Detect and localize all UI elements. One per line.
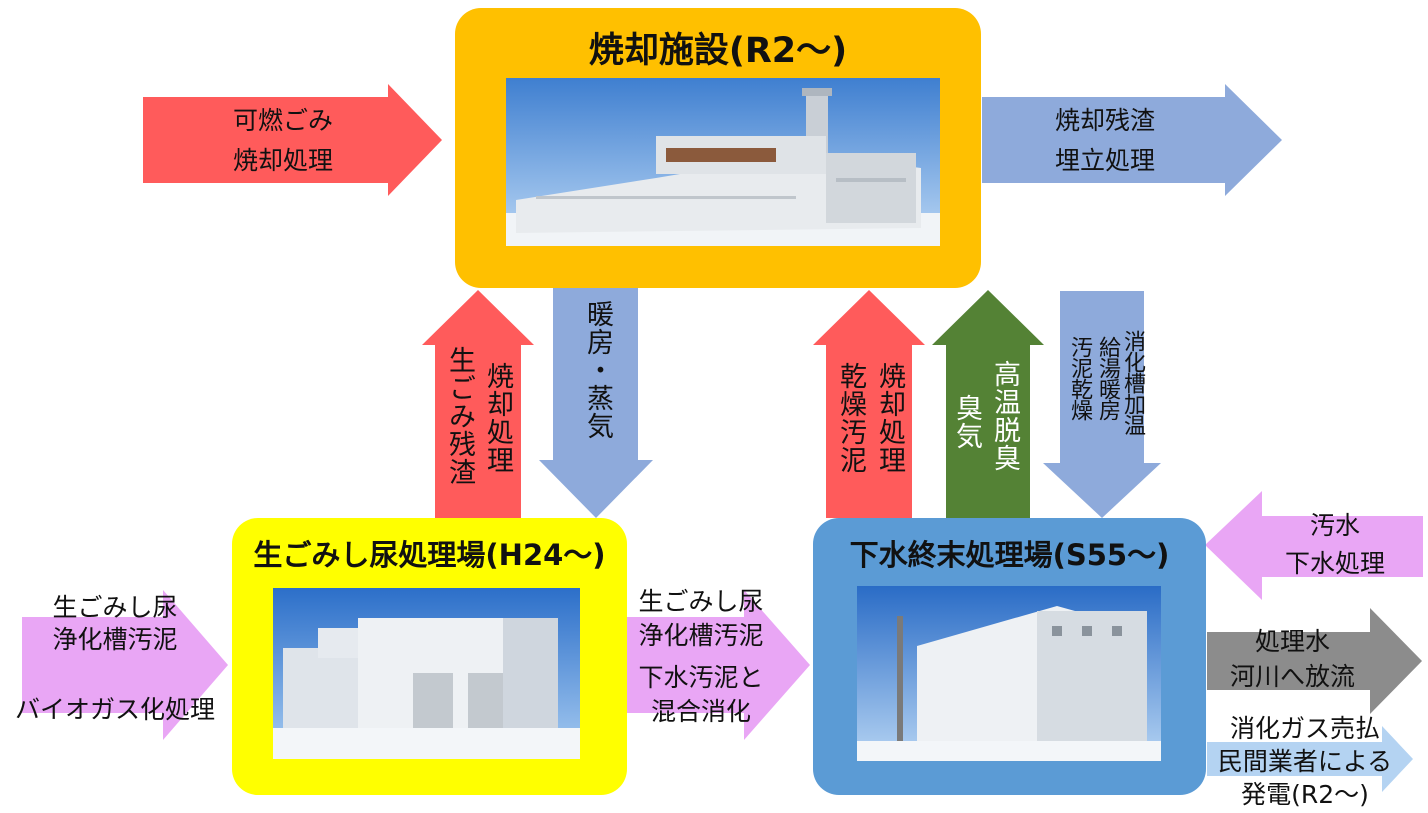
incineration-facility-box: 焼却施設(R2～) [455, 8, 981, 288]
sludge-up-arrow [813, 290, 925, 518]
mixed-digestion-arrow [626, 590, 810, 740]
sewage-plant-box: 下水終末処理場(S55～) [813, 518, 1206, 795]
treated-line1: 処理水 [1254, 627, 1330, 656]
gas-sale-label: 消化ガス売払 民間業者による 発電(R2～) [1205, 712, 1405, 811]
digester-col1: 消化槽加温 [1120, 330, 1145, 435]
garbage-residue-col2: 生ごみ残渣 [444, 346, 475, 486]
heating-steam-down-arrow [539, 287, 653, 518]
mixed-line3: 下水汚泥と [638, 663, 764, 692]
ash-out-arrow [982, 84, 1282, 196]
garbage-in-label: 生ごみし尿 浄化槽汚泥 バイオガス化処理 [0, 592, 230, 726]
digester-col2: 給湯暖房 [1095, 336, 1120, 420]
combustible-line2: 焼却処理 [232, 146, 333, 175]
ash-out-label: 焼却残渣 埋立処理 [1020, 101, 1190, 181]
mixed-digestion-label: 生ごみし尿 浄化槽汚泥 下水汚泥と 混合消化 [626, 585, 776, 729]
gas-sale-out-arrow [1207, 726, 1413, 792]
garbage-in-arrow [22, 590, 228, 740]
mixed-line2: 浄化槽汚泥 [638, 621, 764, 650]
garbage-in-line3: バイオガス化処理 [14, 695, 215, 724]
wastewater-line2: 下水処理 [1284, 549, 1385, 578]
digester-col3: 汚泥乾燥 [1067, 336, 1092, 420]
garbage-in-line1: 生ごみし尿 [52, 593, 178, 622]
incineration-facility-title: 焼却施設(R2～) [588, 31, 848, 71]
gas-line3: 発電(R2～) [1241, 780, 1369, 809]
sludge-col1: 焼却処理 [874, 362, 905, 474]
digester-heat-down-arrow [1043, 291, 1161, 518]
sewage-plant-photo [857, 586, 1161, 761]
garbage-plant-photo [273, 588, 580, 759]
sludge-col2: 乾燥汚泥 [835, 362, 866, 474]
garbage-residue-col1: 焼却処理 [482, 362, 513, 474]
treated-water-out-arrow [1207, 608, 1422, 714]
combustible-in-label: 可燃ごみ 焼却処理 [198, 101, 368, 181]
heating-steam-label: 暖房・蒸気 [582, 300, 613, 440]
combustible-line1: 可燃ごみ [232, 106, 333, 135]
wastewater-in-arrow [1205, 491, 1423, 600]
treated-line2: 河川へ放流 [1229, 662, 1355, 691]
ash-line1: 焼却残渣 [1054, 106, 1155, 135]
combustible-in-arrow [143, 84, 442, 196]
wastewater-in-label: 汚水 下水処理 [1260, 507, 1410, 583]
gas-line1: 消化ガス売払 [1229, 714, 1380, 743]
garbage-plant-title: 生ごみし尿処理場(H24～) [253, 538, 606, 572]
treated-water-label: 処理水 河川へ放流 [1210, 624, 1375, 694]
gas-line2: 民間業者による [1217, 747, 1393, 776]
wastewater-line1: 汚水 [1309, 511, 1360, 540]
odor-up-arrow [932, 290, 1044, 518]
sewage-plant-title: 下水終末処理場(S55～) [849, 538, 1170, 572]
garbage-plant-box: 生ごみし尿処理場(H24～) [232, 518, 627, 795]
garbage-in-line2: 浄化槽汚泥 [52, 625, 178, 654]
mixed-line4: 混合消化 [650, 697, 751, 726]
odor-col1: 高温脱臭 [989, 360, 1020, 472]
incineration-facility-photo [506, 78, 940, 246]
garbage-residue-up-arrow [422, 290, 534, 520]
odor-col2: 臭気 [951, 394, 982, 450]
ash-line2: 埋立処理 [1054, 146, 1155, 175]
mixed-line1: 生ごみし尿 [638, 587, 764, 616]
